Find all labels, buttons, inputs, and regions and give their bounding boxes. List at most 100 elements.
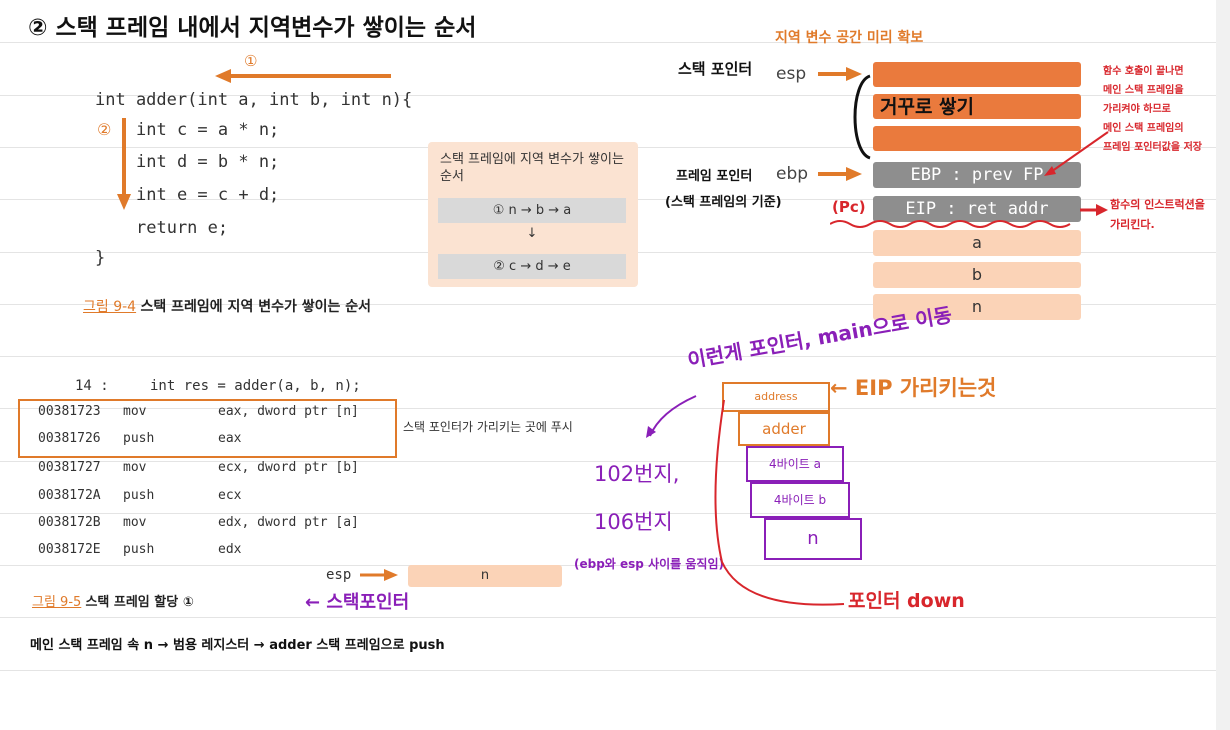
figure-number: 그림 9-5 xyxy=(32,595,82,610)
page-heading: ② 스택 프레임 내에서 지역변수가 쌓이는 순서 xyxy=(28,15,477,41)
hand-box-b: 4바이트 b xyxy=(750,482,850,518)
stack-cell-n: n xyxy=(873,294,1081,320)
red-note-pointer xyxy=(1044,131,1109,176)
eip-cell: EIP : ret addr xyxy=(873,196,1081,222)
figure-caption: 스택 프레임에 지역 변수가 쌓이는 순서 xyxy=(140,299,371,315)
asm-op: push xyxy=(123,488,155,503)
asm-arg: eax, dword ptr [n] xyxy=(218,404,359,419)
figure-number: 그림 9-4 xyxy=(83,299,137,315)
notebook-rule xyxy=(0,95,1230,96)
hand-frame-base: (스택 프레임의 기준) xyxy=(665,195,782,210)
order-row-2: ② c → d → e xyxy=(438,254,626,279)
code-line-e: int e = c + d; xyxy=(136,185,280,205)
hand-esp-move: (ebp와 esp 사이를 움직임) xyxy=(574,557,724,571)
hand-pc: (Pc) xyxy=(832,198,866,216)
hand-box-n: n xyxy=(764,518,862,560)
asm-op: mov xyxy=(123,515,147,530)
figure-9-5-caption: 그림 9-5 스택 프레임 할당 ① xyxy=(32,591,194,610)
red-note-line: 메인 스택 프레임의 xyxy=(1103,123,1184,134)
hand-box-address: address xyxy=(722,382,830,412)
hand-box-label: adder xyxy=(762,420,806,438)
hand-box-a: 4바이트 a xyxy=(746,446,844,482)
asm-op: push xyxy=(123,542,155,557)
bottom-summary: 메인 스택 프레임 속 n → 범용 레지스터 → adder 스택 프레임으로… xyxy=(30,638,445,653)
notebook-rule xyxy=(0,513,1230,514)
esp-label-2: esp xyxy=(326,567,352,583)
hand-eip-note: ← EIP 가리키는것 xyxy=(830,376,997,400)
ebp-label: ebp xyxy=(776,164,809,184)
red-note-line: 가리켜야 하므로 xyxy=(1103,104,1171,115)
asm-op: mov xyxy=(123,460,147,475)
hand-stack-pointer: 스택 포인터 xyxy=(678,60,753,78)
notebook-rule xyxy=(0,42,1230,43)
stack-cell-a: a xyxy=(873,230,1081,256)
push-note: 스택 포인터가 가리키는 곳에 푸시 xyxy=(403,420,573,434)
eip-note-line: 함수의 인스트럭션을 xyxy=(1110,198,1205,211)
left-arrow-icon xyxy=(215,69,391,83)
notebook-rule xyxy=(0,304,1230,305)
red-note-block: 함수 호출이 끝나면 메인 스택 프레임을 가리켜야 하므로 메인 스택 프레임… xyxy=(1103,62,1202,157)
push-highlight-box xyxy=(18,399,397,458)
hand-addr-102: 102번지, xyxy=(594,462,680,486)
asm-arg: ecx, dword ptr [b] xyxy=(218,460,359,475)
hand-pointer-note: 이런게 포인터, main으로 이동 xyxy=(685,302,954,373)
brace-icon xyxy=(853,74,871,160)
red-note-line: 프레임 포인터값을 저장 xyxy=(1103,142,1202,153)
figure-9-4-caption: 그림 9-4 스택 프레임에 지역 변수가 쌓이는 순서 xyxy=(83,296,371,316)
asm-source-line: int res = adder(a, b, n); xyxy=(150,378,361,394)
local-var-slot xyxy=(873,94,1081,119)
hand-stack-pointer-2: ← 스택포인터 xyxy=(305,592,410,613)
red-note-line: 메인 스택 프레임을 xyxy=(1103,85,1184,96)
asm-addr: 00381726 xyxy=(38,431,101,446)
asm-arg: edx xyxy=(218,542,242,557)
wavy-underline xyxy=(830,220,1071,228)
hand-addr-106: 106번지 xyxy=(594,510,673,534)
down-arrow-icon xyxy=(117,118,131,210)
order-arrow: ↓ xyxy=(526,226,538,241)
step-one-mark: ① xyxy=(244,52,258,70)
order-box: 스택 프레임에 지역 변수가 쌓이는 순서 ① n → b → a ↓ ② c … xyxy=(428,142,638,287)
hand-box-label: 4바이트 b xyxy=(773,493,827,507)
notebook-rule xyxy=(0,408,1230,409)
asm-op: mov xyxy=(123,404,147,419)
asm-addr: 0038172B xyxy=(38,515,101,530)
asm-op: push xyxy=(123,431,155,446)
hand-box-label: n xyxy=(807,528,819,549)
scrollbar-track[interactable] xyxy=(1216,0,1230,730)
asm-addr: 00381723 xyxy=(38,404,101,419)
eip-note: 함수의 인스트럭션을 가리킨다. xyxy=(1110,195,1205,235)
notebook-rule xyxy=(0,565,1230,566)
hand-pointer-down: 포인터 down xyxy=(848,590,965,612)
asm-line-number: 14 : xyxy=(75,378,109,394)
code-line-signature: int adder(int a, int b, int n){ xyxy=(95,90,413,110)
hand-box-label: address xyxy=(754,390,798,403)
stack-title: 지역 변수 공간 미리 확보 xyxy=(775,30,924,46)
esp-arrow-icon xyxy=(360,569,398,581)
local-var-slot xyxy=(873,126,1081,151)
stack-cell-b: b xyxy=(873,262,1081,288)
ebp-arrow-icon xyxy=(818,167,862,181)
asm-addr: 0038172A xyxy=(38,488,101,503)
order-row-1: ① n → b → a xyxy=(438,198,626,223)
notebook-rule xyxy=(0,617,1230,618)
hand-box-label: 4바이트 a xyxy=(769,457,821,471)
code-line-c: int c = a * n; xyxy=(136,120,280,140)
esp-label: esp xyxy=(776,64,807,84)
hand-frame-pointer: 프레임 포인터 xyxy=(676,169,753,184)
asm-addr: 0038172E xyxy=(38,542,101,557)
hand-box-adder: adder xyxy=(738,412,830,446)
code-line-d: int d = b * n; xyxy=(136,152,280,172)
red-arrow-icon xyxy=(1080,204,1108,216)
step-two-mark: ② xyxy=(97,120,112,139)
red-note-line: 함수 호출이 끝나면 xyxy=(1103,66,1184,77)
esp-cell-n: n xyxy=(408,565,562,587)
notebook-rule xyxy=(0,670,1230,671)
hand-reverse: 거꾸로 쌓기 xyxy=(880,96,975,118)
figure-caption: 스택 프레임 할당 ① xyxy=(85,595,194,610)
asm-arg: edx, dword ptr [a] xyxy=(218,515,359,530)
notebook-rule xyxy=(0,461,1230,462)
local-var-slot xyxy=(873,62,1081,87)
order-box-title: 스택 프레임에 지역 변수가 쌓이는 순서 xyxy=(440,152,624,184)
eip-note-line: 가리킨다. xyxy=(1110,218,1155,231)
asm-addr: 00381727 xyxy=(38,460,101,475)
